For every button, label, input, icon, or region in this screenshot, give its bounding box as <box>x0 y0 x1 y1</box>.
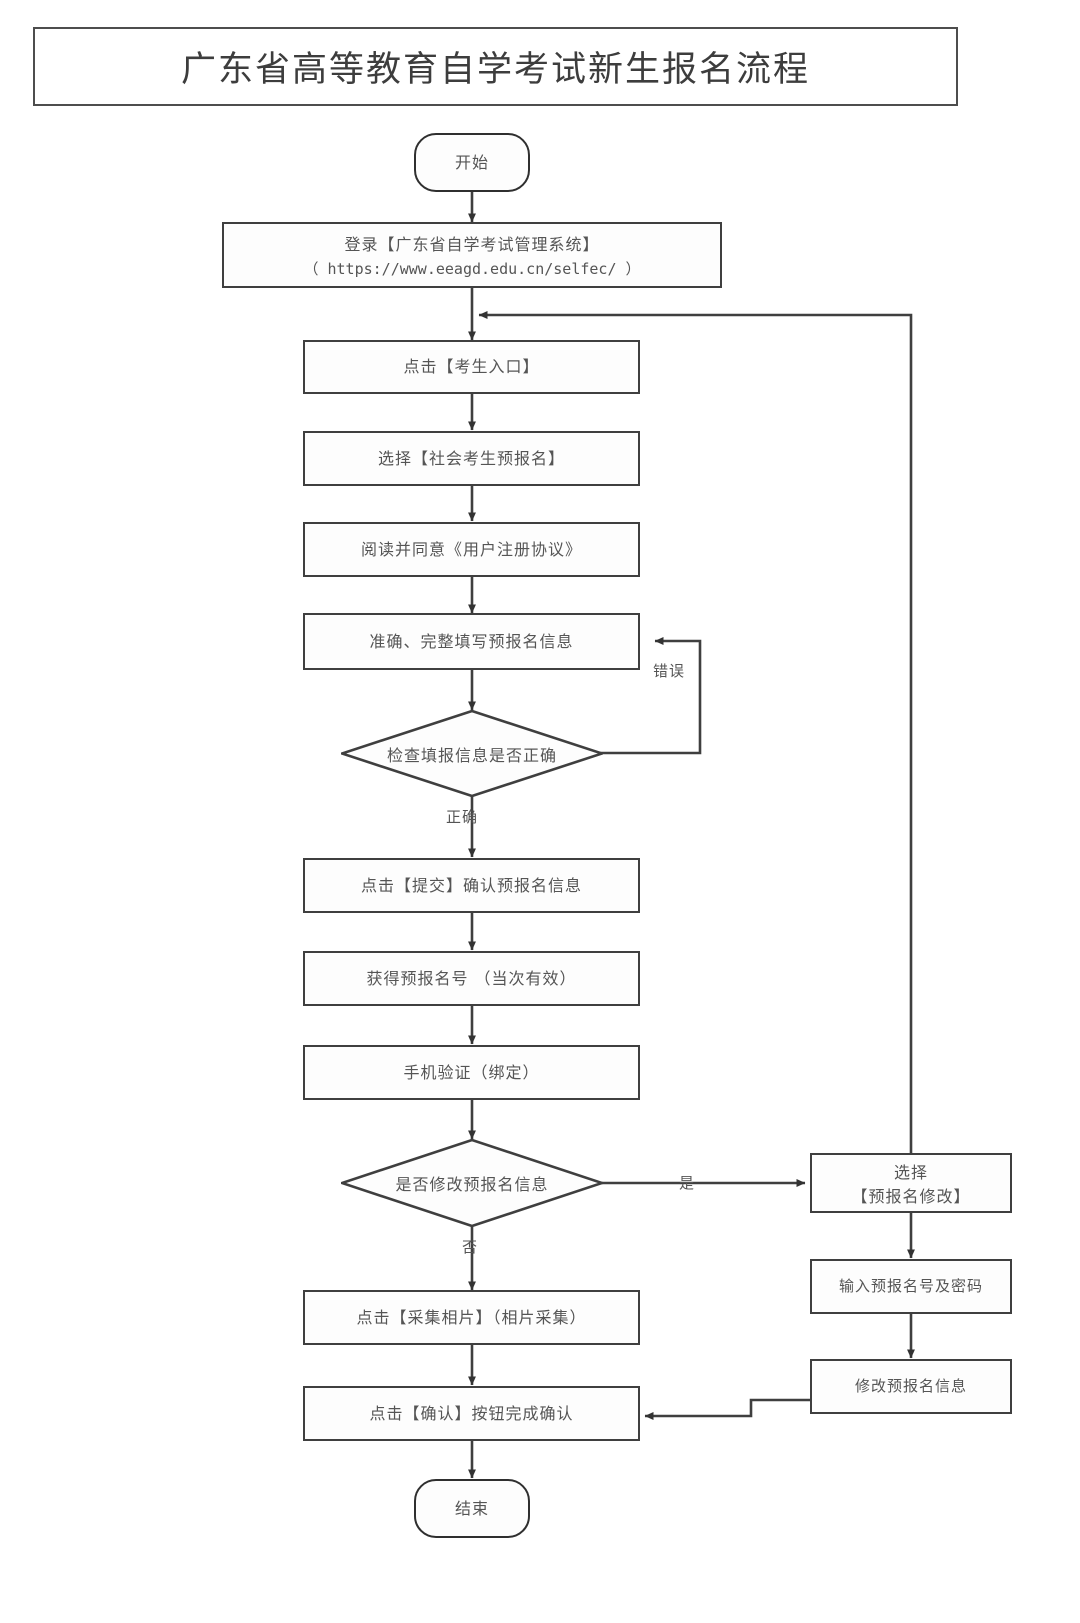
node-candidate-entrance[interactable]: 点击【考生入口】 <box>303 340 640 394</box>
edge-label-yes: 是 <box>679 1174 696 1192</box>
node-login-label-line1: 登录【广东省自学考试管理系统】 <box>344 235 600 254</box>
edge-label-error: 错误 <box>653 662 686 680</box>
page-title-banner: 广东省高等教育自学考试新生报名流程 <box>33 27 958 106</box>
node-submit-label: 点击【提交】确认预报名信息 <box>360 875 582 895</box>
edge-label-no: 否 <box>462 1238 479 1256</box>
node-choose-pre-registration-label: 选择【社会考生预报名】 <box>377 448 565 468</box>
node-confirm[interactable]: 点击【确认】按钮完成确认 <box>303 1386 640 1441</box>
node-candidate-entrance-label: 点击【考生入口】 <box>403 357 540 377</box>
node-fill-info-label: 准确、完整填写预报名信息 <box>369 631 574 651</box>
edge-label-correct: 正确 <box>446 808 479 826</box>
node-fill-info[interactable]: 准确、完整填写预报名信息 <box>303 613 640 670</box>
node-choose-modify[interactable]: 选择 【预报名修改】 <box>810 1153 1012 1213</box>
node-modify-decision[interactable]: 是否修改预报名信息 <box>341 1139 603 1227</box>
node-input-number-password[interactable]: 输入预报名号及密码 <box>810 1259 1012 1314</box>
node-choose-modify-label-line1: 选择 <box>893 1163 928 1182</box>
node-end[interactable]: 结束 <box>414 1479 530 1538</box>
node-input-number-password-label: 输入预报名号及密码 <box>838 1276 983 1295</box>
node-choose-modify-label-line2: 【预报名修改】 <box>851 1187 971 1206</box>
node-submit[interactable]: 点击【提交】确认预报名信息 <box>303 858 640 913</box>
node-confirm-label: 点击【确认】按钮完成确认 <box>369 1403 574 1423</box>
node-end-label: 结束 <box>454 1498 489 1518</box>
node-login[interactable]: 登录【广东省自学考试管理系统】 （ https://www.eeagd.edu.… <box>222 222 722 288</box>
node-user-agreement-label: 阅读并同意《用户注册协议》 <box>360 539 582 559</box>
node-phone-verification-label: 手机验证（绑定） <box>403 1062 540 1082</box>
node-start-label: 开始 <box>454 152 489 172</box>
node-collect-photo-label: 点击【采集相片】（相片采集） <box>356 1307 587 1327</box>
node-collect-photo[interactable]: 点击【采集相片】（相片采集） <box>303 1290 640 1345</box>
node-get-registration-number[interactable]: 获得预报名号 （当次有效） <box>303 951 640 1006</box>
node-check-info-decision[interactable]: 检查填报信息是否正确 <box>341 710 603 797</box>
node-login-label-line2: （ https://www.eeagd.edu.cn/selfec/ ） <box>303 260 641 278</box>
node-modify-info[interactable]: 修改预报名信息 <box>810 1359 1012 1414</box>
page-title: 广东省高等教育自学考试新生报名流程 <box>180 50 810 90</box>
node-phone-verification[interactable]: 手机验证（绑定） <box>303 1045 640 1100</box>
node-user-agreement[interactable]: 阅读并同意《用户注册协议》 <box>303 522 640 577</box>
node-start[interactable]: 开始 <box>414 133 530 192</box>
node-modify-info-label: 修改预报名信息 <box>854 1376 967 1395</box>
node-get-registration-number-label: 获得预报名号 （当次有效） <box>366 968 577 988</box>
node-choose-pre-registration[interactable]: 选择【社会考生预报名】 <box>303 431 640 486</box>
